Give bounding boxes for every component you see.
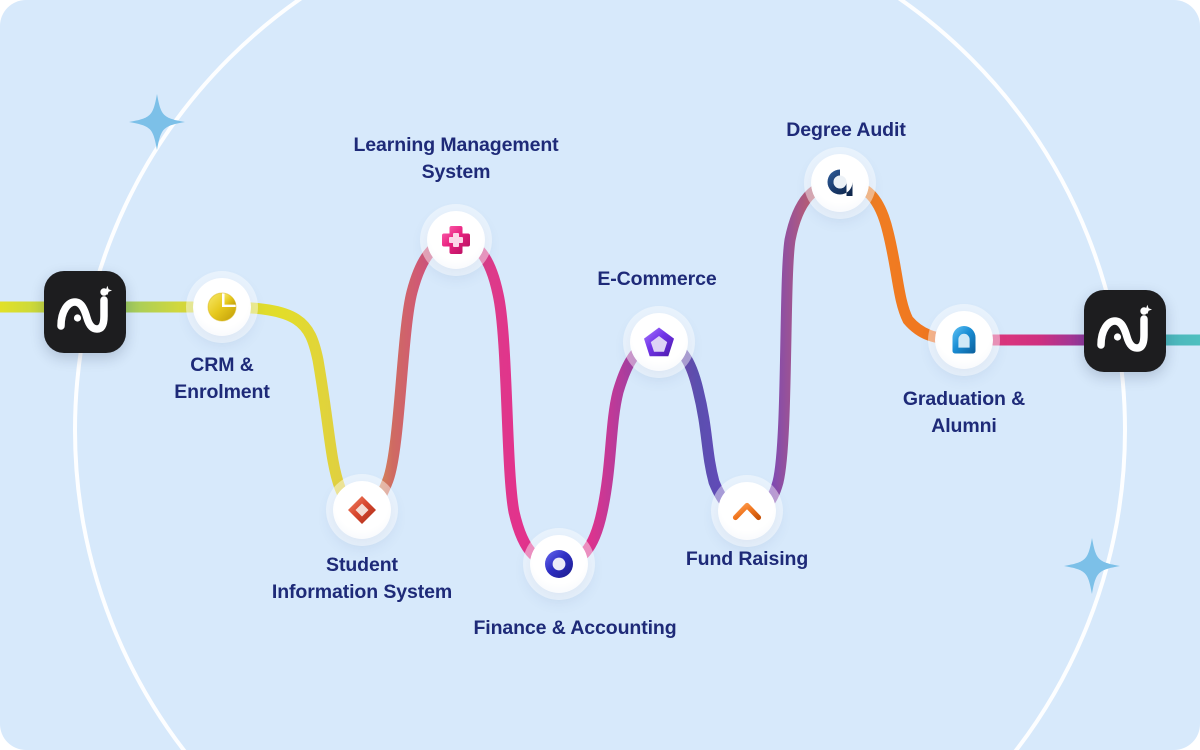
node-fundraising[interactable]: [718, 482, 776, 540]
node-crm[interactable]: [193, 278, 251, 336]
label-crm: CRM & Enrolment: [174, 354, 270, 403]
cross-icon: [442, 226, 470, 254]
ai-logo-mark: [1097, 304, 1153, 352]
background-arc-circle: [73, 0, 1127, 750]
arch-icon: [952, 326, 976, 354]
ring-icon: [545, 550, 573, 578]
ai-logo-badge-right[interactable]: [1084, 290, 1166, 372]
label-finance: Finance & Accounting: [473, 617, 677, 639]
node-lms[interactable]: [427, 211, 485, 269]
pie-chart-icon: [207, 292, 237, 322]
label-lms: Learning Management System: [353, 134, 559, 183]
pentagon-icon: [644, 327, 674, 357]
node-graduation[interactable]: [935, 311, 993, 369]
sparkle-top-left: [129, 94, 185, 150]
label-ecommerce: E-Commerce: [597, 268, 717, 290]
chevron-up-icon: [732, 502, 762, 521]
ai-logo-mark: [57, 285, 113, 333]
sparkle-bottom-right: [1064, 538, 1120, 594]
diamond-icon: [348, 496, 376, 524]
node-ecommerce[interactable]: [630, 313, 688, 371]
label-fundraising: Fund Raising: [685, 548, 809, 570]
node-sis[interactable]: [333, 481, 391, 539]
label-graduation: Graduation & Alumni: [902, 388, 1026, 437]
node-degree-audit[interactable]: [811, 154, 869, 212]
node-finance[interactable]: [530, 535, 588, 593]
ai-logo-badge-left[interactable]: [44, 271, 126, 353]
a-mark-icon: [827, 169, 853, 196]
label-sis: Student Information System: [271, 554, 453, 603]
label-degree-audit: Degree Audit: [786, 119, 906, 141]
